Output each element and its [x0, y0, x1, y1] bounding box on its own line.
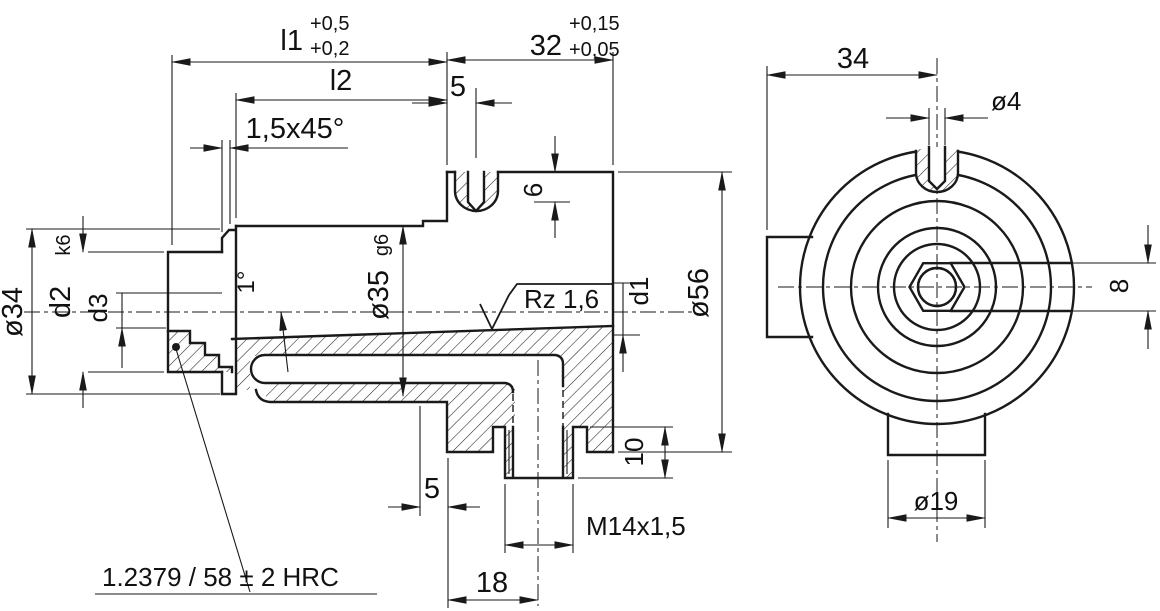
dim-l1-tol-upper: +0,5	[310, 13, 349, 35]
section-dimension-lines	[28, 56, 726, 604]
front-outline	[765, 145, 1076, 457]
dim-m14-label: M14x1,5	[586, 511, 686, 541]
note-leader-dot	[172, 343, 180, 351]
surface-finish-icon	[479, 283, 612, 332]
dim-l1-label: l1	[280, 25, 303, 57]
dim-32-value: 32	[530, 30, 562, 62]
dim-dia4-label: ø4	[991, 86, 1021, 116]
dim-10-label: 10	[619, 438, 649, 467]
section-hatching	[168, 172, 613, 478]
dim-dia19-label: ø19	[914, 486, 959, 516]
dim-5-top-label: 5	[450, 71, 466, 103]
dim-18-label: 18	[476, 567, 508, 599]
front-view: 34 ø4 8 ø19	[765, 43, 1156, 542]
dim-34-label: 34	[837, 43, 869, 75]
dim-5-bottom-label: 5	[424, 473, 440, 505]
note-leader-line	[95, 348, 377, 595]
dim-l2-label: l2	[330, 65, 353, 97]
front-dimension-lines	[765, 71, 1152, 522]
front-extension-lines	[766, 66, 1156, 528]
dim-d1-label: d1	[624, 277, 654, 306]
section-dimension-labels: l1 +0,5 +0,2 l2 32 +0,15 +0,05 5 1,5x45°…	[0, 13, 715, 599]
front-dimension-labels: 34 ø4 8 ø19	[837, 43, 1134, 516]
dim-angle-label: 1°	[233, 271, 260, 294]
material-hardness-note: 1.2379 / 58 ± 2 HRC	[102, 562, 339, 592]
dim-32-tol-upper: +0,15	[569, 13, 620, 35]
dim-dia35-fit: g6	[371, 234, 393, 256]
dim-dia34-label: ø34	[0, 287, 29, 337]
dim-d2-fit: k6	[53, 234, 75, 255]
dim-6-label: 6	[518, 183, 548, 197]
dim-32-tol-lower: +0,05	[569, 39, 620, 61]
dim-dia35-value: ø35	[363, 270, 395, 320]
dim-8-label: 8	[1104, 279, 1134, 293]
dim-dia56-label: ø56	[683, 268, 715, 318]
taper-bore-line	[230, 324, 615, 341]
dim-d2-value: d2	[45, 286, 77, 318]
section-outline	[166, 170, 615, 480]
dim-chamfer-label: 1,5x45°	[246, 113, 345, 145]
dim-l1-tol-lower: +0,2	[310, 38, 349, 60]
roughness-label: Rz 1,6	[524, 284, 599, 314]
section-view: l1 +0,5 +0,2 l2 32 +0,15 +0,05 5 1,5x45°…	[0, 13, 732, 608]
dim-d3-label: d3	[83, 294, 113, 323]
